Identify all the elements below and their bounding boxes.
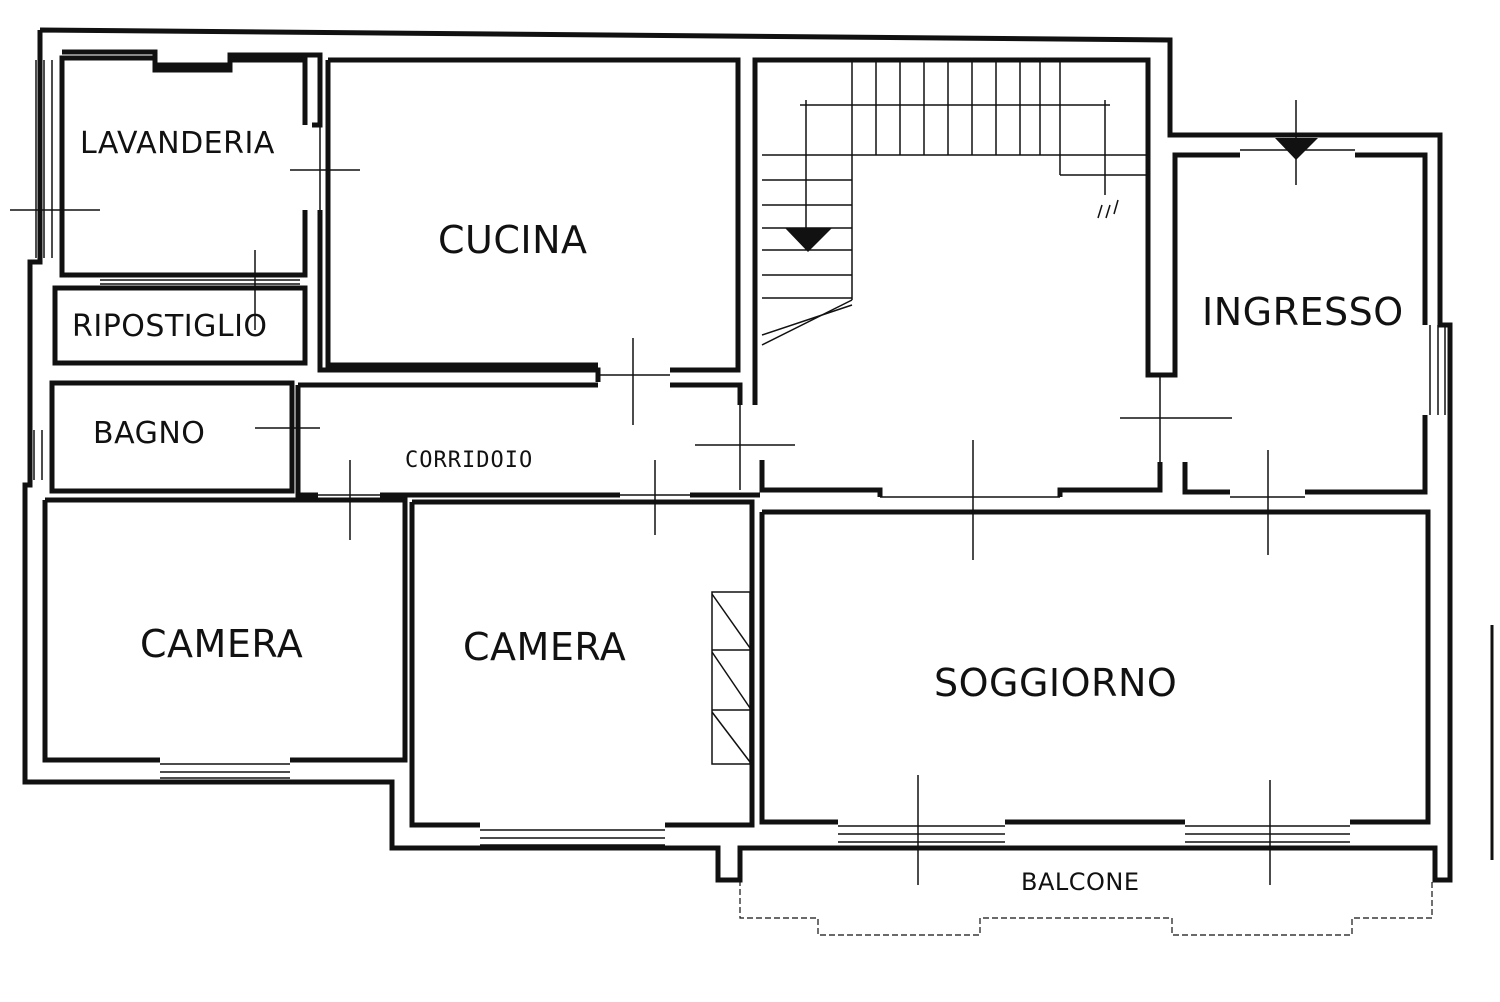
window-ingresso [1429, 325, 1446, 415]
wall-corridoio-bottom [295, 385, 318, 498]
window-lavanderia [35, 60, 53, 258]
balcony-outline [739, 880, 1433, 936]
outer-wall-inner-line [62, 49, 323, 128]
window-camera-1 [160, 763, 290, 779]
wall-camera-1-2 [42, 500, 160, 763]
wall-cucina-left [325, 60, 598, 368]
label-corridoio: CORRIDOIO [405, 448, 533, 473]
wall-ingresso-2 [1355, 152, 1428, 325]
windows [33, 60, 1446, 846]
stair-arrow-marker [785, 228, 832, 252]
label-lavanderia: LAVANDERIA [80, 126, 275, 161]
wall-camera-2 [412, 499, 755, 828]
wall-corridoio-top-2 [670, 382, 743, 405]
window-bagno [33, 430, 43, 480]
wall-stairwell-3 [759, 460, 883, 497]
wall-stairwell-2 [1057, 462, 1163, 497]
label-ripostiglio: RIPOSTIGLIO [72, 309, 268, 344]
wall-ripostiglio [52, 285, 308, 366]
wall-bagno [49, 380, 295, 494]
interior-walls [42, 55, 1431, 828]
staircase [761, 60, 1148, 346]
label-cucina: CUCINA [438, 218, 588, 262]
label-balcone: BALCONE [1021, 868, 1140, 896]
wall-stairwell [752, 57, 1160, 405]
wall-cucina [328, 57, 741, 373]
entrance-arrow-marker [1275, 138, 1318, 160]
outer-wall-inner-line-2 [317, 210, 601, 382]
wall-lavanderia [59, 55, 308, 278]
window-soggiorno-2 [1185, 825, 1350, 843]
window-ripostiglio [100, 279, 300, 285]
wall-ingresso-4 [1182, 462, 1230, 495]
label-soggiorno: SOGGIORNO [934, 661, 1177, 705]
wall-camera-2-2 [409, 502, 480, 828]
wall-camera-1 [45, 497, 408, 763]
wall-soggiorno [762, 509, 1431, 825]
window-camera-2 [480, 829, 665, 846]
wall-soggiorno-3 [759, 512, 838, 825]
wardrobe [711, 591, 751, 765]
label-camera-1: CAMERA [140, 622, 303, 666]
window-soggiorno-1 [838, 825, 1005, 843]
wall-ingresso [1160, 152, 1240, 378]
wall-ingresso-3 [1305, 415, 1428, 495]
label-bagno: BAGNO [93, 416, 205, 451]
label-ingresso: INGRESSO [1202, 290, 1404, 334]
label-camera-2: CAMERA [463, 625, 626, 669]
room-labels: LAVANDERIA CUCINA RIPOSTIGLIO BAGNO CORR… [72, 126, 1404, 896]
